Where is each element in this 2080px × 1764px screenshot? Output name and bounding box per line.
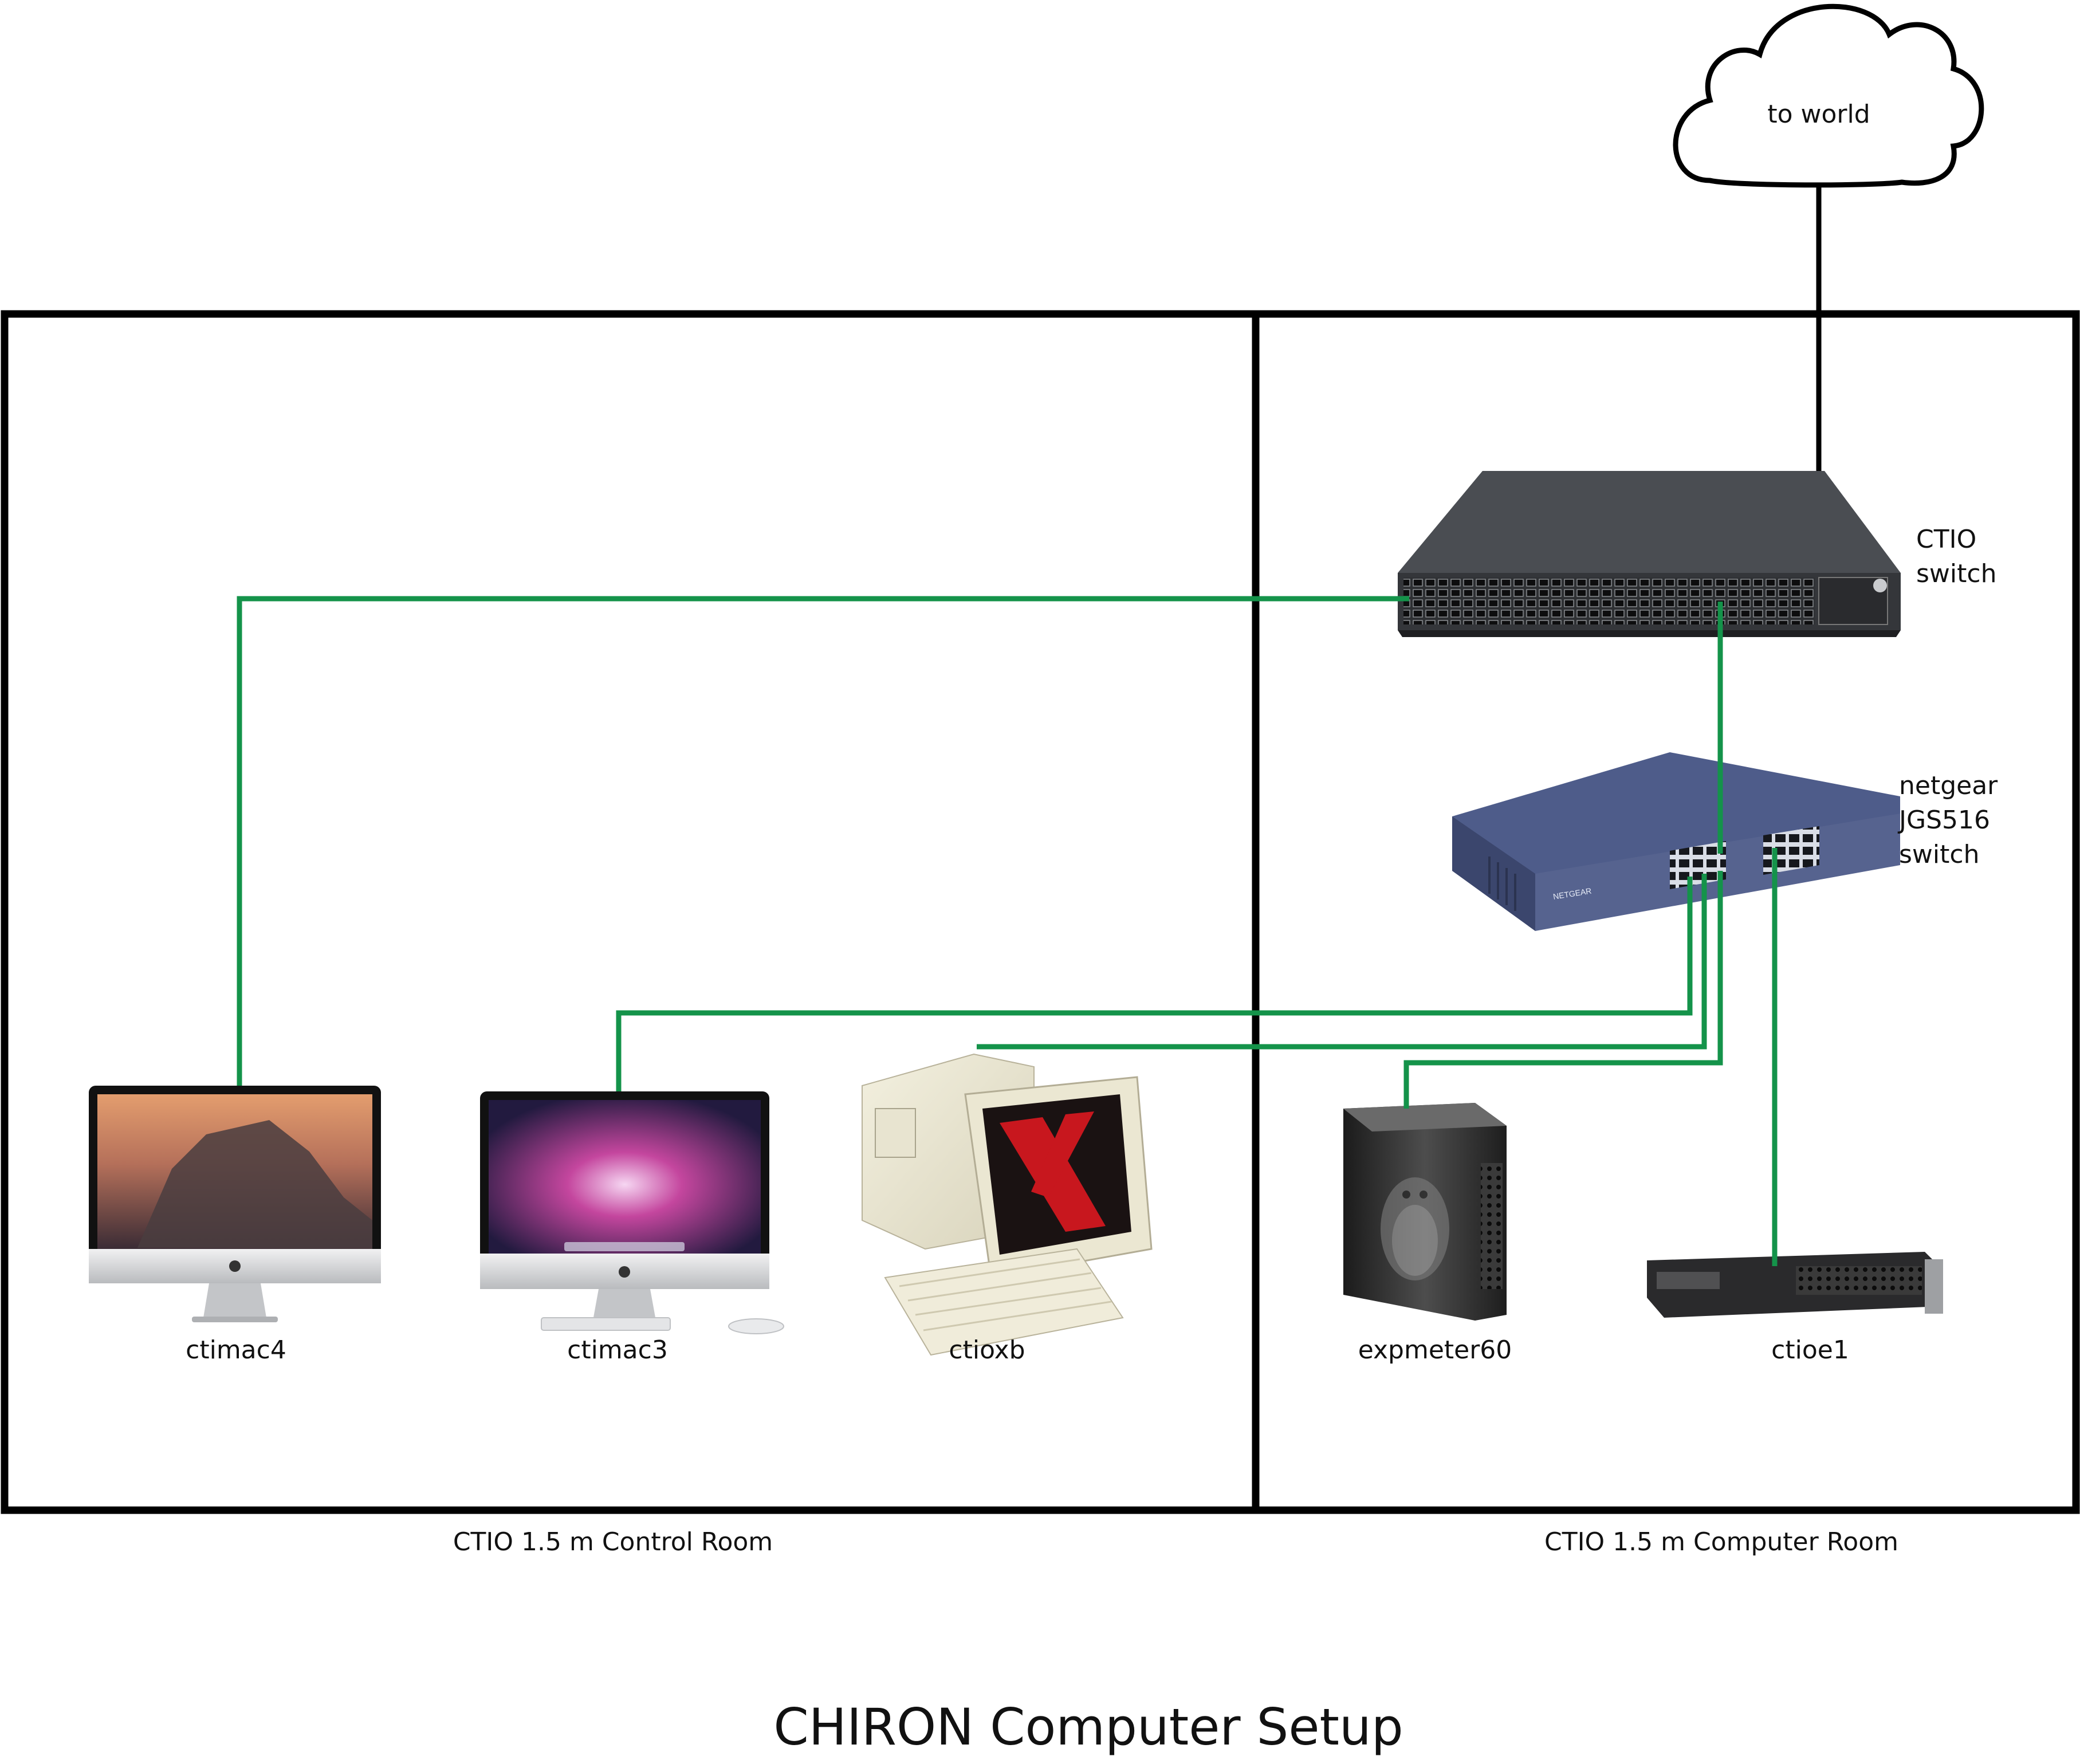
ethernet-links	[237, 596, 1778, 1266]
netgear-switch: NETGEAR	[1452, 752, 1900, 931]
netgear-switch-label-line2: JGS516	[1899, 806, 1990, 835]
apple-logo-icon	[619, 1266, 630, 1278]
cloud-label: to world	[1767, 100, 1870, 129]
link-ctioxb-netgear	[977, 874, 1707, 1050]
keyboard-keys	[899, 1258, 1112, 1331]
ctioxb-computer	[862, 1053, 1153, 1356]
ctimac4-computer	[89, 1086, 381, 1322]
device-label-ctioxb: ctioxb	[949, 1335, 1025, 1365]
cloud-icon	[1673, 3, 1984, 188]
netgear-switch-label-line3: switch	[1899, 840, 1980, 869]
netgear-vent-slots	[1488, 857, 1516, 911]
expmeter60-server	[1343, 1103, 1507, 1321]
ctio-switch-label-line1: CTIO	[1916, 525, 1977, 554]
apple-logo-icon	[229, 1260, 241, 1272]
link-ctimac3-netgear	[616, 877, 1693, 1091]
room-label-control: CTIO 1.5 m Control Room	[453, 1527, 773, 1557]
device-label-expmeter60: expmeter60	[1358, 1335, 1512, 1365]
x-window-logo-icon	[1000, 1111, 1106, 1232]
device-label-ctioe1: ctioe1	[1771, 1335, 1849, 1365]
building-outline	[1, 310, 2080, 1514]
room-walls	[1, 310, 2080, 1514]
device-label-ctimac4: ctimac4	[186, 1335, 286, 1365]
internet-cloud	[1673, 3, 1984, 188]
device-label-ctimac3: ctimac3	[567, 1335, 668, 1365]
ctioe1-server	[1647, 1252, 1943, 1318]
room-label-computer: CTIO 1.5 m Computer Room	[1544, 1527, 1899, 1557]
diagram-title: CHIRON Computer Setup	[773, 1698, 1403, 1757]
link-ctimac4-ctio-switch	[237, 596, 1409, 1086]
ctimac3-computer	[480, 1091, 784, 1334]
ctio-switch	[1398, 471, 1901, 637]
hp-logo-icon	[1873, 579, 1887, 592]
netgear-switch-label-line1: netgear	[1899, 771, 1998, 800]
link-expmeter60-netgear	[1403, 871, 1723, 1109]
ctio-switch-label-line2: switch	[1916, 559, 1997, 588]
mouse-icon	[728, 1318, 784, 1334]
tux-penguin-icon	[1381, 1177, 1449, 1280]
